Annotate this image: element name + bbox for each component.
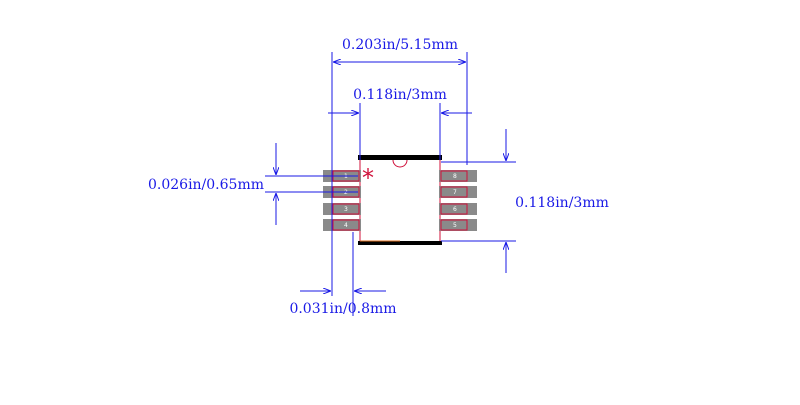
pin-label: 5 (453, 222, 457, 229)
pin-label: 6 (453, 206, 457, 213)
pin1-notch (392, 159, 408, 168)
pad-3: 3 (323, 203, 361, 215)
pad-6: 6 (439, 203, 477, 215)
dim-pitch (265, 143, 358, 225)
dim-body-width (328, 103, 472, 160)
pad-8: 8 (439, 170, 477, 182)
pad-5: 5 (439, 219, 477, 231)
body-top-outline (358, 155, 442, 160)
right-pads: 8 7 6 5 (439, 170, 477, 231)
pad-7: 7 (439, 186, 477, 198)
pad-4: 4 (323, 219, 361, 231)
body-bottom-outline (358, 241, 442, 245)
left-pads: 1 2 3 4 (323, 170, 361, 231)
dim-overall-width (331, 52, 468, 296)
pin-label: 4 (344, 222, 348, 229)
dim-pad-length-label: 0.031in/0.8mm (289, 301, 396, 317)
dim-body-height (441, 129, 516, 273)
dim-body-width-label: 0.118in/3mm (353, 87, 447, 103)
pin-label: 7 (453, 189, 457, 196)
pin-label: 3 (344, 206, 348, 213)
pin-label: 8 (453, 173, 457, 180)
pin1-marker: * (362, 164, 374, 192)
dim-body-height-label: 0.118in/3mm (515, 195, 609, 211)
component-body (358, 155, 442, 245)
dim-pitch-label: 0.026in/0.65mm (148, 177, 264, 193)
dim-overall-width-label: 0.203in/5.15mm (342, 37, 458, 53)
dim-pad-length (300, 232, 386, 316)
